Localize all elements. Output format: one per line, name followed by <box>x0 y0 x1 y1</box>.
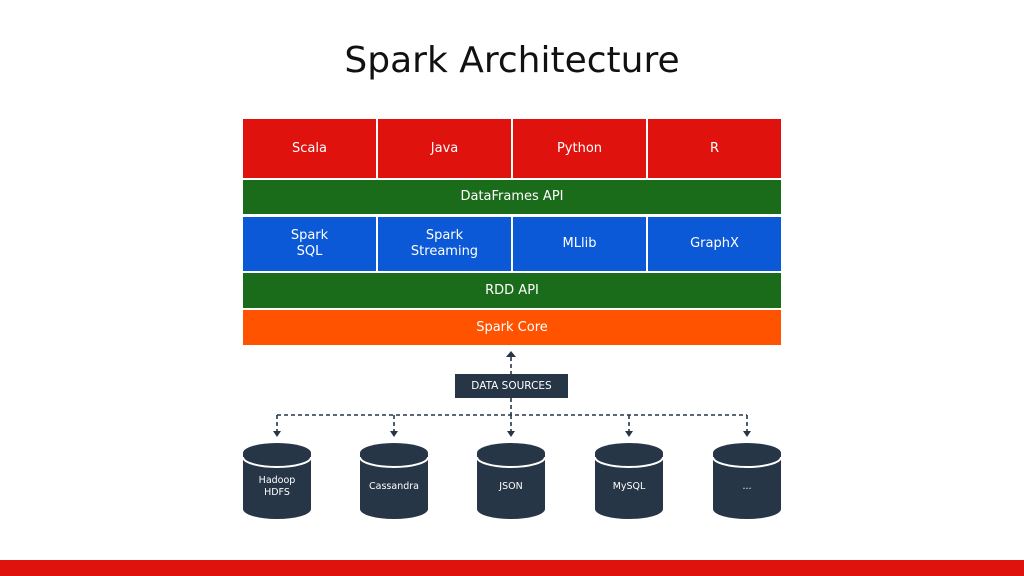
spark-core-layer: Spark Core <box>243 310 781 345</box>
database-more: ... <box>713 443 781 519</box>
library-mllib: MLlib <box>513 217 646 271</box>
footer-bar <box>0 560 1024 576</box>
database-mysql: MySQL <box>595 443 663 519</box>
database-label: MySQL <box>612 481 646 492</box>
page-title: Spark Architecture <box>344 40 680 81</box>
arrow-down-icon <box>743 431 751 437</box>
database-label: Hadoop HDFS <box>258 475 296 498</box>
arrow-up-icon <box>506 351 516 357</box>
library-spark-sql: Spark SQL <box>243 217 376 271</box>
database-icon <box>595 443 663 519</box>
database-cassandra: Cassandra <box>360 443 428 519</box>
arrow-down-icon <box>390 431 398 437</box>
database-label: JSON <box>499 481 523 492</box>
database-icon <box>713 443 781 519</box>
language-scala: Scala <box>243 119 376 178</box>
library-graphx: GraphX <box>648 217 781 271</box>
database-icon <box>243 443 311 519</box>
arrow-down-icon <box>507 431 515 437</box>
rdd-api-layer: RDD API <box>243 273 781 308</box>
database-json: JSON <box>477 443 545 519</box>
database-icon <box>477 443 545 519</box>
database-label: Cassandra <box>369 481 419 492</box>
database-label: ... <box>742 481 752 492</box>
library-spark-streaming: Spark Streaming <box>378 217 511 271</box>
arrow-down-icon <box>625 431 633 437</box>
language-r: R <box>648 119 781 178</box>
dataframes-api-layer: DataFrames API <box>243 180 781 214</box>
database-hadoop-hdfs: Hadoop HDFS <box>243 443 311 519</box>
arrow-down-icon <box>273 431 281 437</box>
database-icon <box>360 443 428 519</box>
data-sources-box: DATA SOURCES <box>455 374 568 398</box>
language-java: Java <box>378 119 511 178</box>
language-python: Python <box>513 119 646 178</box>
